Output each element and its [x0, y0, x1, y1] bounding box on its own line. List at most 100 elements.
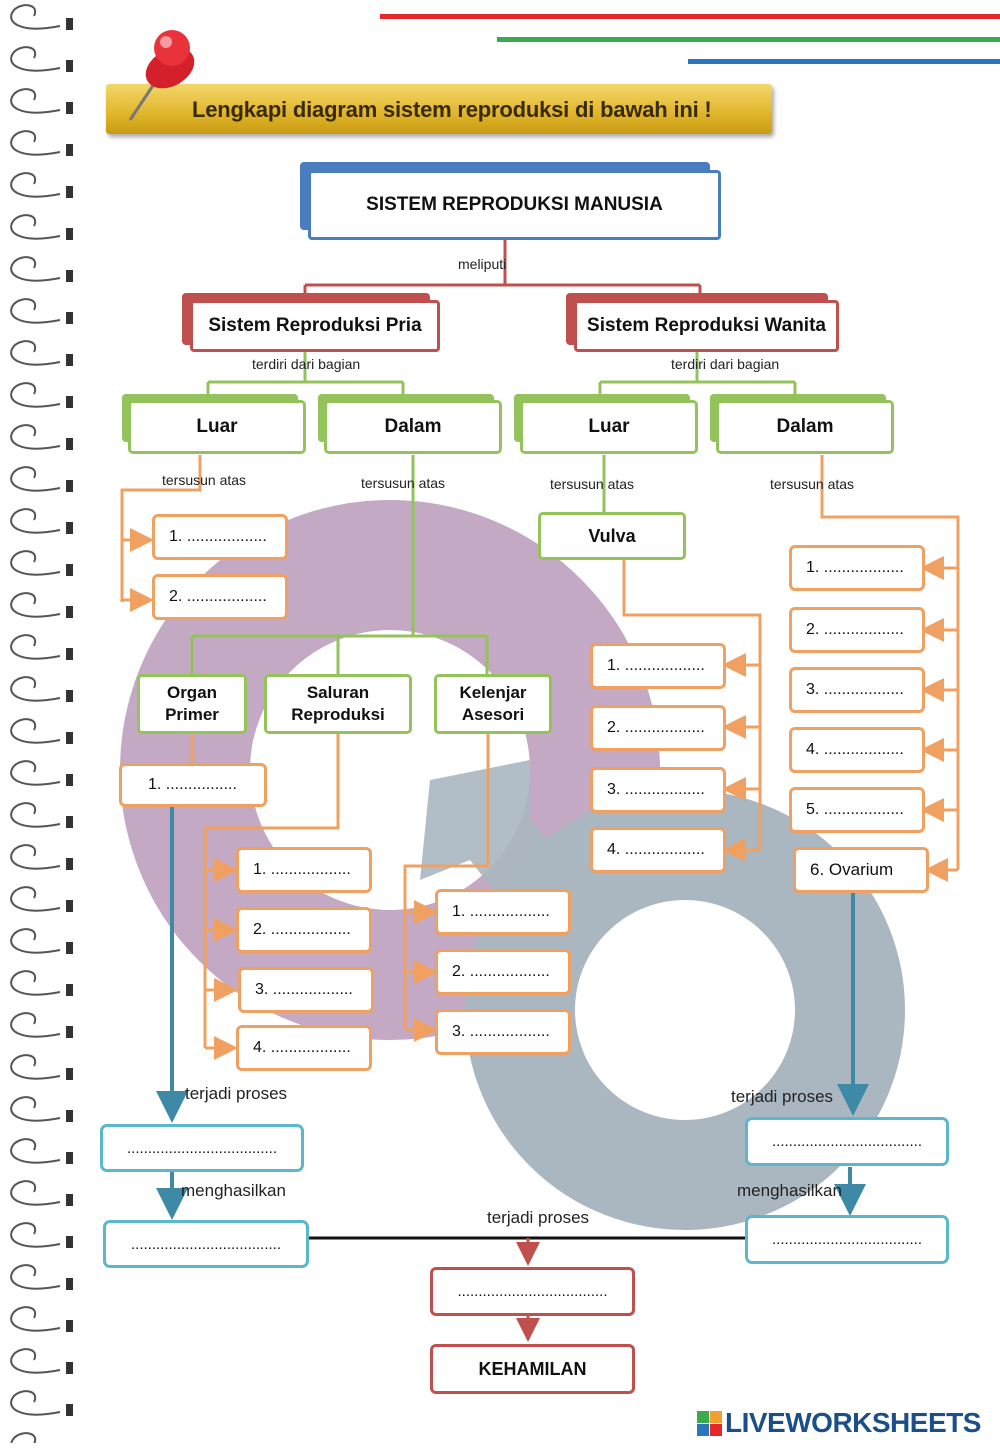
wanita-dalam-item-2[interactable]: 2. .................. — [789, 607, 925, 653]
wanita-dalam-item-1[interactable]: 1. .................. — [789, 545, 925, 591]
stripe-green — [497, 37, 1000, 42]
pria-dalam-node: Dalam — [324, 400, 502, 454]
saluran-item-2-label: 2. .................. — [253, 921, 351, 938]
spiral-ring — [10, 886, 61, 912]
sistem-wanita-node: Sistem Reproduksi Wanita — [574, 300, 839, 352]
pria-luar-item-1[interactable]: 1. .................. — [152, 514, 288, 560]
kelenjar-item-3[interactable]: 3. .................. — [435, 1009, 571, 1055]
label-tersusun-4: tersusun atas — [770, 476, 855, 492]
spiral-ring — [10, 592, 61, 618]
label-terdiri-pria: terdiri dari bagian — [252, 356, 361, 372]
liveworksheets-logo-icon — [697, 1411, 722, 1436]
saluran-item-3[interactable]: 3. .................. — [238, 967, 374, 1013]
pria-luar-item-2[interactable]: 2. .................. — [152, 574, 288, 620]
spiral-ring — [10, 1138, 61, 1164]
spiral-hole — [66, 480, 73, 492]
spiral-ring — [10, 508, 61, 534]
spiral-hole — [66, 900, 73, 912]
spiral-ring — [10, 1432, 37, 1448]
vulva-item-1[interactable]: 1. .................. — [590, 643, 726, 689]
organ-primer-item-1-label: 1. ................ — [148, 776, 237, 793]
vulva-item-4[interactable]: 4. .................. — [590, 827, 726, 873]
label-terjadi-proses-right: terjadi proses — [731, 1087, 834, 1106]
spiral-hole — [66, 186, 73, 198]
right-result-box[interactable]: .................................... — [745, 1215, 949, 1264]
spiral-rings-graphic — [10, 4, 73, 1448]
vulva-item-2[interactable]: 2. .................. — [590, 705, 726, 751]
spiral-hole — [66, 690, 73, 702]
vulva-item-3[interactable]: 3. .................. — [590, 767, 726, 813]
spiral-hole — [66, 1194, 73, 1206]
organ-primer-item-1[interactable]: 1. ................ — [119, 763, 267, 807]
spiral-ring — [10, 928, 61, 954]
spiral-ring — [10, 1054, 61, 1080]
organ-primer-label: Organ Primer — [165, 682, 219, 724]
wanita-dalam-item-1-label: 1. .................. — [806, 559, 904, 576]
right-process-label: .................................... — [771, 1133, 923, 1150]
wanita-dalam-item-3[interactable]: 3. .................. — [789, 667, 925, 713]
left-process-box[interactable]: .................................... — [100, 1124, 304, 1172]
wanita-dalam-item-2-label: 2. .................. — [806, 621, 904, 638]
saluran-item-3-label: 3. .................. — [255, 981, 353, 998]
spiral-hole — [66, 438, 73, 450]
vulva-node: Vulva — [538, 512, 686, 560]
kelenjar-item-1[interactable]: 1. .................. — [435, 889, 571, 935]
spiral-hole — [66, 858, 73, 870]
label-tersusun-2: tersusun atas — [361, 475, 446, 491]
sistem-pria-node: Sistem Reproduksi Pria — [190, 300, 440, 352]
kelenjar-item-2[interactable]: 2. .................. — [435, 949, 571, 995]
spiral-ring — [10, 382, 61, 408]
spiral-hole — [66, 1110, 73, 1122]
spiral-hole — [66, 1320, 73, 1332]
spiral-hole — [66, 816, 73, 828]
label-terjadi-proses-left: terjadi proses — [185, 1084, 288, 1103]
spiral-ring — [10, 256, 61, 282]
spiral-hole — [66, 1278, 73, 1290]
right-result-label: .................................... — [771, 1231, 923, 1248]
kelenjar-asesori-label: Kelenjar Asesori — [459, 682, 527, 724]
organ-primer-node: Organ Primer — [137, 674, 247, 734]
saluran-item-1[interactable]: 1. .................. — [236, 847, 372, 893]
center-result-label: .................................... — [457, 1283, 608, 1300]
saluran-reproduksi-node: Saluran Reproduksi — [264, 674, 412, 734]
spiral-ring — [10, 172, 61, 198]
spiral-ring — [10, 130, 61, 156]
spiral-hole — [66, 648, 73, 660]
wanita-dalam-node: Dalam — [716, 400, 894, 454]
saluran-item-4[interactable]: 4. .................. — [236, 1025, 372, 1071]
vulva-item-3-label: 3. .................. — [607, 781, 705, 798]
spiral-hole — [66, 1026, 73, 1038]
left-result-box[interactable]: .................................... — [103, 1220, 309, 1268]
spiral-hole — [66, 396, 73, 408]
saluran-item-4-label: 4. .................. — [253, 1039, 351, 1056]
spiral-ring — [10, 550, 61, 576]
saluran-item-2[interactable]: 2. .................. — [236, 907, 372, 953]
sistem-pria-label: Sistem Reproduksi Pria — [208, 315, 422, 336]
spiral-ring — [10, 214, 61, 240]
stripe-red — [380, 14, 1000, 19]
vulva-item-1-label: 1. .................. — [607, 657, 705, 674]
spiral-hole — [66, 1236, 73, 1248]
spiral-ring — [10, 718, 61, 744]
label-meliputi: meliputi — [458, 256, 507, 272]
center-result-box[interactable]: .................................... — [430, 1267, 635, 1316]
spiral-hole — [66, 102, 73, 114]
wanita-dalam-item-4-label: 4. .................. — [806, 741, 904, 758]
spiral-hole — [66, 942, 73, 954]
spiral-ring — [10, 46, 61, 72]
spiral-hole — [66, 354, 73, 366]
pushpin-icon — [128, 30, 195, 121]
spiral-ring — [10, 466, 61, 492]
kelenjar-item-1-label: 1. .................. — [452, 903, 550, 920]
saluran-item-1-label: 1. .................. — [253, 861, 351, 878]
spiral-hole — [66, 270, 73, 282]
wanita-dalam-item-4[interactable]: 4. .................. — [789, 727, 925, 773]
right-process-box[interactable]: .................................... — [745, 1117, 949, 1166]
stripe-blue — [688, 59, 1000, 64]
spiral-hole — [66, 606, 73, 618]
wanita-dalam-item-5[interactable]: 5. .................. — [789, 787, 925, 833]
pria-dalam-label: Dalam — [384, 416, 442, 437]
spiral-hole — [66, 312, 73, 324]
spiral-ring — [10, 1096, 61, 1122]
spiral-ring — [10, 1306, 61, 1332]
